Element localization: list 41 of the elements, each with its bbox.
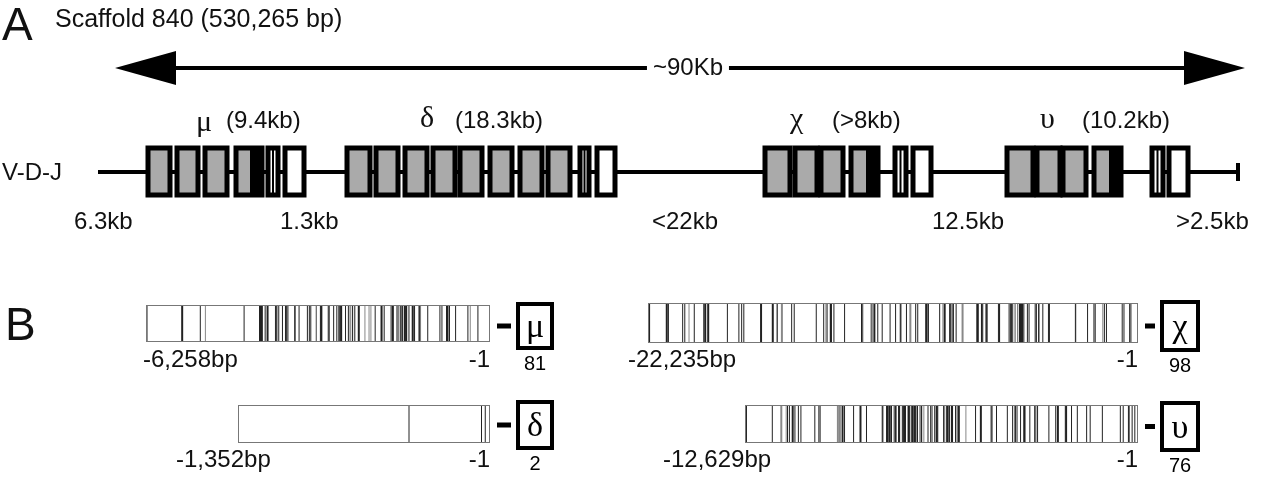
text-label: <22kb (652, 207, 719, 235)
text-label: χ (790, 101, 804, 136)
text-label: υ (1040, 101, 1055, 136)
text-label: -12,629bp (663, 445, 772, 473)
text-label: -1,352bp (176, 445, 271, 473)
count-label: 76 (1167, 454, 1193, 476)
sequence-bar (648, 303, 1138, 343)
text-label: -1 (1116, 345, 1138, 373)
text-label: (10.2kb) (1082, 106, 1171, 134)
text-label: -1 (1116, 445, 1138, 473)
text-label: 6.3kb (74, 207, 133, 235)
text-label: 12.5kb (932, 207, 1005, 235)
connector-line (497, 422, 511, 428)
text-label: (>8kb) (832, 106, 901, 134)
gene-box: μ (516, 302, 554, 350)
text-label: Scaffold 840 (530,265 bp) (55, 4, 343, 33)
sequence-bar (745, 405, 1138, 443)
count-label: 98 (1167, 354, 1193, 376)
text-label: μ (196, 104, 213, 139)
text-label: δ (420, 100, 435, 135)
text-label: -1 (468, 445, 490, 473)
panel-letter: A (2, 0, 33, 51)
text-label: >2.5kb (1176, 207, 1249, 235)
text-label: -6,258bp (143, 345, 238, 373)
connector-line (1145, 424, 1155, 429)
sequence-bar (146, 305, 490, 342)
text-label: (18.3kb) (455, 106, 544, 134)
gene-box: δ (516, 400, 554, 450)
text-label: -1 (468, 345, 490, 373)
text-label: V-D-J (2, 158, 62, 186)
count-label: 81 (522, 352, 548, 374)
panel-letter: B (5, 298, 36, 351)
text-label: (9.4kb) (226, 106, 301, 134)
text-label: -22,235bp (628, 345, 737, 373)
connector-line (1145, 323, 1155, 329)
text-label: 1.3kb (280, 207, 339, 235)
count-label: 2 (528, 452, 542, 474)
connector-line (497, 323, 511, 329)
sequence-bar (238, 405, 490, 443)
gene-box: χ (1160, 300, 1200, 352)
gene-box: υ (1160, 401, 1200, 452)
